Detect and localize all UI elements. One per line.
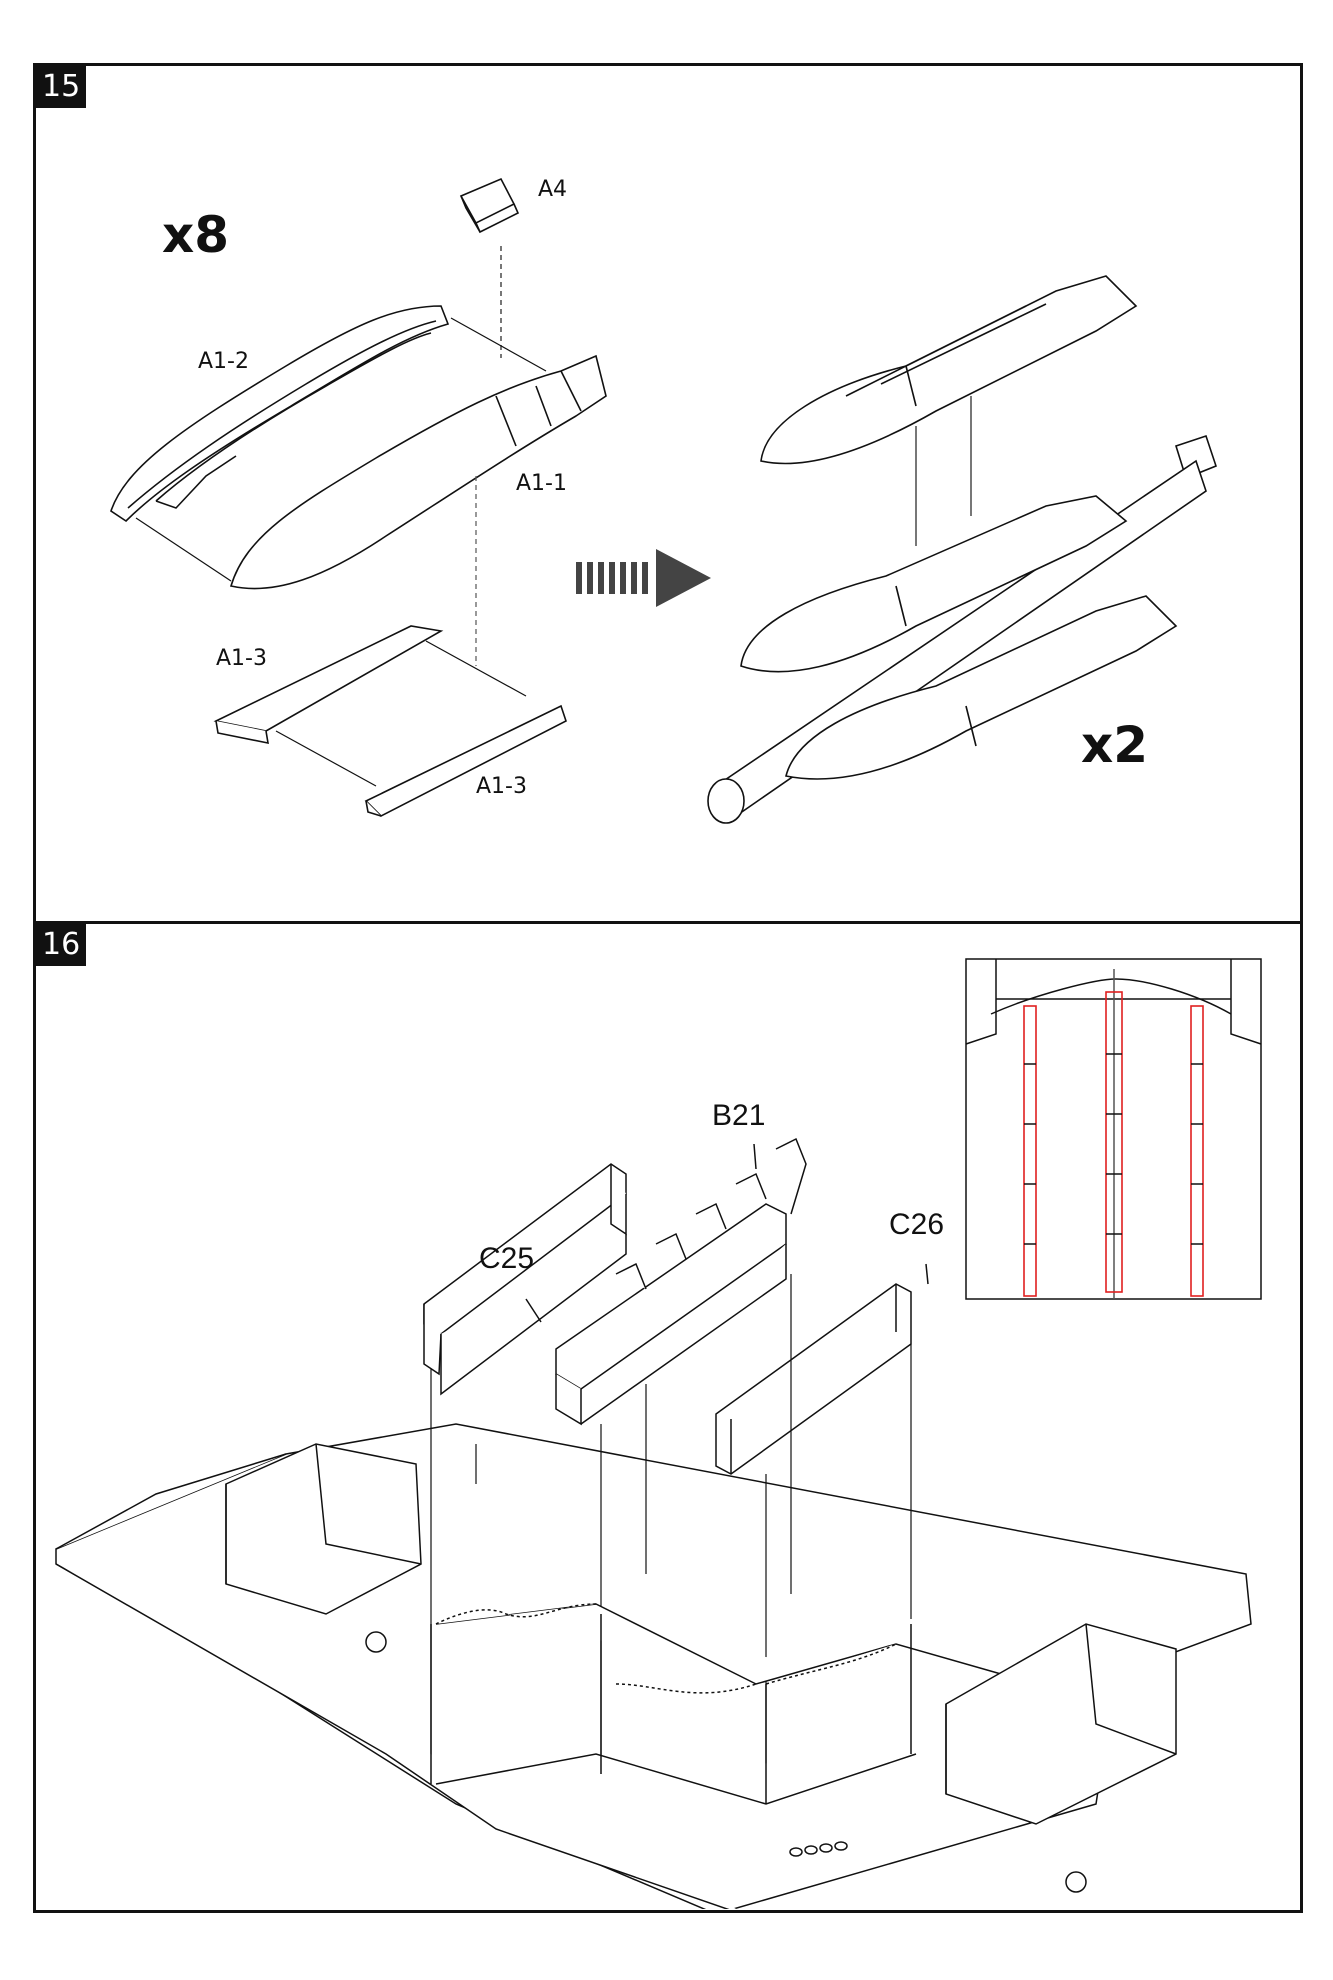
leader-b21 <box>753 1143 757 1170</box>
step-15-panel: 15 <box>33 63 1303 923</box>
label-b21: B21 <box>712 1099 766 1132</box>
hull-base <box>55 1423 1252 1909</box>
part-a1-3-strips <box>213 625 567 817</box>
part-a4-drawing <box>459 177 520 234</box>
label-a1-2: A1-2 <box>198 349 249 374</box>
assembled-pod-top <box>760 275 1138 465</box>
part-c25-drawing <box>423 1163 627 1396</box>
label-c26: C26 <box>889 1208 945 1241</box>
step-number: 15 <box>36 66 87 108</box>
inset-detail <box>965 958 1262 1300</box>
label-a4: A4 <box>538 177 568 202</box>
step-15-illustration <box>110 177 1217 824</box>
step-number: 16 <box>36 924 87 966</box>
multiplier-right: x2 <box>1081 716 1149 774</box>
part-a1-2-drawing <box>110 305 450 523</box>
assembly-arrows <box>135 317 547 787</box>
leader-c26 <box>925 1263 929 1285</box>
label-c25: C25 <box>479 1242 535 1275</box>
step-16-illustration <box>55 958 1262 1909</box>
multiplier-left: x8 <box>162 206 230 264</box>
label-a1-3-top: A1-3 <box>216 646 267 671</box>
direction-arrow <box>576 549 711 607</box>
step-16-panel: 16 <box>33 921 1303 1913</box>
assembled-rack <box>707 434 1217 824</box>
part-c26-drawing <box>715 1283 912 1475</box>
part-b21-drawing <box>555 1137 807 1426</box>
label-a1-1: A1-1 <box>516 471 567 496</box>
leader-c25 <box>525 1298 542 1323</box>
label-a1-3-bottom: A1-3 <box>476 774 527 799</box>
part-a1-1-drawing <box>229 354 607 590</box>
